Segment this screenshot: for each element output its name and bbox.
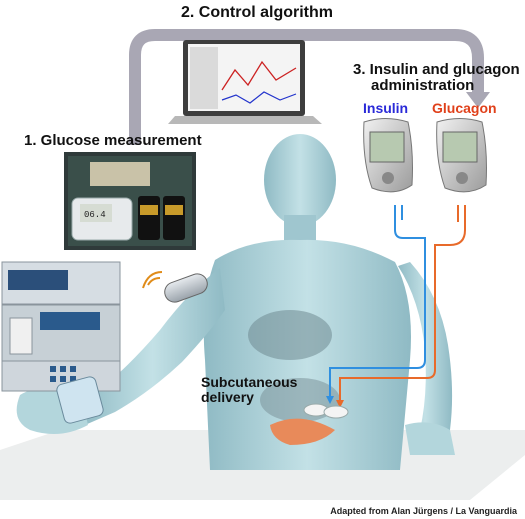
insulin-delivery-line	[329, 205, 426, 400]
administration-label-line2: administration	[371, 76, 475, 94]
laptop-icon	[168, 40, 322, 124]
insulin-pump-icon	[363, 118, 413, 193]
administration-label: 3. Insulin and glucagon administration	[353, 62, 520, 94]
administration-label-line1: 3. Insulin and glucagon	[353, 61, 520, 78]
flow-arrowhead	[466, 92, 490, 108]
wrist-cannula-device	[56, 376, 104, 424]
image-credit: Adapted from Alan Jürgens / La Vanguardi…	[330, 505, 517, 516]
wireless-sensor-icon	[142, 271, 208, 303]
subcutaneous-label-line2: delivery	[201, 388, 254, 405]
subcutaneous-label-line1: Subcutaneous	[201, 374, 298, 390]
subcutaneous-patches	[303, 403, 349, 419]
glucagon-delivery-line	[339, 205, 466, 404]
subcutaneous-delivery-label: Subcutaneous delivery	[201, 375, 297, 404]
flow-arrow	[129, 29, 484, 145]
glucose-measurement-label: 1. Glucose measurement	[24, 132, 202, 149]
glucagon-pump-icon	[436, 118, 487, 193]
bedside-pump-stack-icon	[1, 261, 121, 392]
glucose-monitor-icon: 06.4	[64, 152, 196, 250]
insulin-label: Insulin	[363, 100, 409, 116]
device-display-text: 06.4	[84, 210, 106, 220]
control-algorithm-label: 2. Control algorithm	[181, 4, 333, 21]
glucagon-label: Glucagon	[432, 100, 497, 116]
